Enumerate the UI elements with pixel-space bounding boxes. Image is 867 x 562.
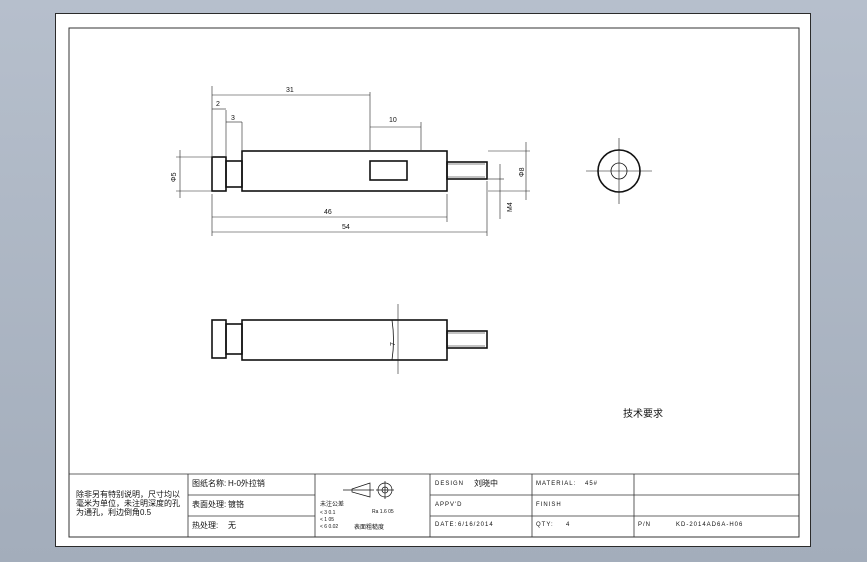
name-label: 图纸名称: <box>192 479 227 488</box>
dim-54: 54 <box>342 224 350 231</box>
design-value: 刘晓中 <box>474 479 498 488</box>
dim-10: 10 <box>389 117 397 124</box>
dim-31: 31 <box>286 87 294 94</box>
tolerance-title: 未注公差 <box>320 502 345 508</box>
date-value: 6/16/2014 <box>458 522 494 528</box>
tolerance-line-2: < 1 05 <box>320 517 335 523</box>
finish-label: FINISH <box>536 502 562 508</box>
material-label: MATERIAL: <box>536 481 577 487</box>
drawing-canvas: 31 2 3 10 46 54 Φ5 Φ8 M4 <box>68 27 800 538</box>
inner-frame <box>68 27 800 538</box>
surface-value: 镀铬 <box>228 500 244 509</box>
dim-2: 2 <box>216 101 220 108</box>
tolerance-line-1: < 3 0.1 <box>320 510 336 516</box>
surface-label: 表面处理: <box>192 500 227 509</box>
top-view <box>211 319 488 361</box>
tolerance-line-3: < 6 0.02 <box>320 524 339 530</box>
dim-dia8: Φ8 <box>519 167 526 177</box>
head <box>211 156 227 192</box>
side-view <box>586 138 652 204</box>
design-label: DESIGN <box>435 481 465 487</box>
title-block <box>69 473 799 537</box>
roughness-value: Ra 1.6 05 <box>372 509 394 515</box>
projection-symbol <box>343 481 394 499</box>
appvd-label: APPV'D <box>435 502 463 508</box>
roughness-label: 表面粗糙度 <box>354 525 385 531</box>
date-label: DATE: <box>435 522 458 528</box>
dim-46: 46 <box>324 209 332 216</box>
thread-end2 <box>446 330 488 349</box>
dim-m4: M4 <box>507 202 514 212</box>
thread-end <box>446 161 488 180</box>
slot <box>369 160 408 181</box>
tech-requirements: 技术要求 <box>623 409 663 420</box>
pn-value: KD-2014AD6A-H06 <box>676 522 744 528</box>
pn-label: P/N <box>638 522 652 528</box>
material-value: 45# <box>585 481 599 487</box>
drawing-sheet: 31 2 3 10 46 54 Φ5 Φ8 M4 <box>55 13 811 547</box>
name-value: H-0外拉销 <box>228 479 265 488</box>
front-view <box>211 150 488 192</box>
dim-dia5: Φ5 <box>171 172 178 182</box>
qty-value: 4 <box>566 522 571 528</box>
main-body <box>241 150 448 192</box>
neck2 <box>225 323 243 355</box>
head2 <box>211 319 227 359</box>
heat-value: 无 <box>228 521 236 530</box>
front-dim-labels: 31 2 3 10 46 54 Φ5 Φ8 M4 <box>171 87 526 231</box>
qty-label: QTY: <box>536 522 554 528</box>
dim-3: 3 <box>231 115 235 122</box>
front-dims <box>176 86 530 236</box>
main-body2 <box>241 319 448 361</box>
neck <box>225 160 243 188</box>
general-notes: 除非另有特别说明，尺寸均以毫米为单位，未注明深度的孔为通孔，利边倒角0.5 <box>76 490 180 517</box>
heat-label: 热处理: <box>192 521 219 530</box>
dim-7: 7 <box>390 342 397 346</box>
